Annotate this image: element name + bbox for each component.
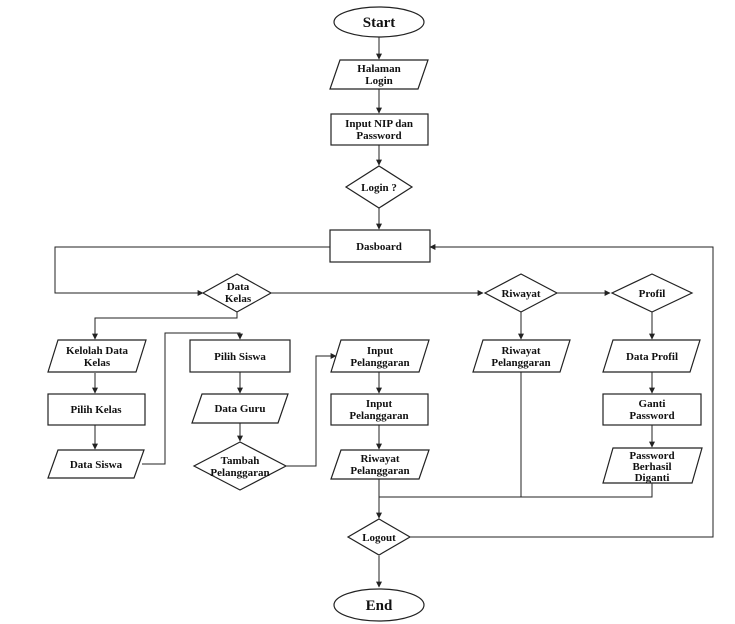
node-input-nip-line2: Password — [356, 130, 401, 142]
node-tambah-line1: Tambah — [221, 455, 260, 467]
node-start: Start — [333, 6, 425, 38]
node-password-berhasil-line2: Berhasil — [632, 461, 671, 473]
node-input-nip-line1: Input NIP dan — [345, 118, 413, 130]
node-pilih-kelas-label: Pilih Kelas — [70, 404, 122, 416]
node-halaman-login: Halaman Login — [329, 59, 429, 90]
node-input-pelanggaran-proc: Input Pelanggaran — [330, 393, 429, 426]
node-riwayat-mid-line2: Pelanggaran — [491, 357, 550, 369]
edge-password-berhasil-to-merge — [521, 483, 653, 498]
node-data-kelas-line1: Data — [227, 281, 250, 293]
edge-tambah-to-input-io — [286, 353, 337, 467]
connectors — [54, 37, 714, 588]
node-tambah-line2: Pelanggaran — [210, 467, 269, 479]
node-password-berhasil-line3: Diganti — [635, 472, 670, 484]
node-input-proc-line1: Input — [366, 398, 393, 410]
node-pilih-kelas: Pilih Kelas — [47, 393, 146, 426]
node-data-guru-label: Data Guru — [214, 403, 265, 415]
node-end-label: End — [366, 598, 393, 614]
node-dasboard: Dasboard — [329, 229, 431, 263]
node-ganti-password: Ganti Password — [602, 393, 702, 426]
node-kelolah-line2: Kelas — [84, 357, 111, 369]
node-riwayat-label: Riwayat — [501, 288, 540, 300]
node-login-decision-label: Login ? — [361, 182, 397, 194]
node-password-berhasil: Password Berhasil Diganti — [602, 447, 703, 484]
node-halaman-login-line2: Login — [365, 75, 393, 87]
node-profil: Profil — [610, 273, 694, 313]
node-data-profil: Data Profil — [602, 339, 701, 373]
node-input-pelanggaran-io: Input Pelanggaran — [330, 339, 430, 373]
node-riwayat-pelanggaran-mid: Riwayat Pelanggaran — [472, 339, 571, 373]
node-data-profil-label: Data Profil — [626, 351, 678, 363]
node-dasboard-label: Dasboard — [356, 241, 402, 253]
edge-data-siswa-to-pilih-siswa — [142, 332, 243, 465]
node-pilih-siswa: Pilih Siswa — [189, 339, 291, 373]
edge-logout-to-dasboard — [410, 244, 714, 538]
node-kelolah-line1: Kelolah Data — [66, 345, 129, 357]
node-data-siswa-label: Data Siswa — [70, 459, 123, 471]
node-input-io-line2: Pelanggaran — [350, 357, 409, 369]
node-halaman-login-line1: Halaman — [357, 63, 400, 75]
node-data-kelas: Data Kelas — [201, 273, 273, 313]
node-profil-label: Profil — [639, 288, 666, 300]
node-input-proc-line2: Pelanggaran — [349, 410, 408, 422]
node-kelolah-data-kelas: Kelolah Data Kelas — [47, 339, 147, 373]
node-password-berhasil-line1: Password — [629, 450, 674, 462]
node-data-siswa: Data Siswa — [47, 449, 145, 479]
node-end: End — [333, 588, 425, 622]
edge-dasboard-to-data-kelas — [54, 246, 330, 296]
node-ganti-line2: Password — [629, 410, 674, 422]
node-start-label: Start — [363, 15, 396, 31]
node-data-kelas-line2: Kelas — [225, 293, 252, 305]
node-pilih-siswa-label: Pilih Siswa — [214, 351, 266, 363]
node-logout-label: Logout — [362, 532, 396, 544]
node-login-decision: Login ? — [344, 165, 414, 209]
node-riwayat-left-line1: Riwayat — [360, 453, 399, 465]
node-data-guru: Data Guru — [191, 393, 289, 424]
node-riwayat-pelanggaran-left: Riwayat Pelanggaran — [330, 449, 430, 480]
node-riwayat-mid-line1: Riwayat — [501, 345, 540, 357]
node-tambah-pelanggaran: Tambah Pelanggaran — [192, 441, 288, 491]
node-riwayat: Riwayat — [483, 273, 559, 313]
node-input-nip: Input NIP dan Password — [330, 113, 429, 146]
node-ganti-line1: Ganti — [639, 398, 666, 410]
node-input-io-line1: Input — [367, 345, 394, 357]
edge-data-kelas-to-kelolah — [92, 311, 238, 340]
node-logout: Logout — [346, 518, 412, 556]
node-riwayat-left-line2: Pelanggaran — [350, 465, 409, 477]
